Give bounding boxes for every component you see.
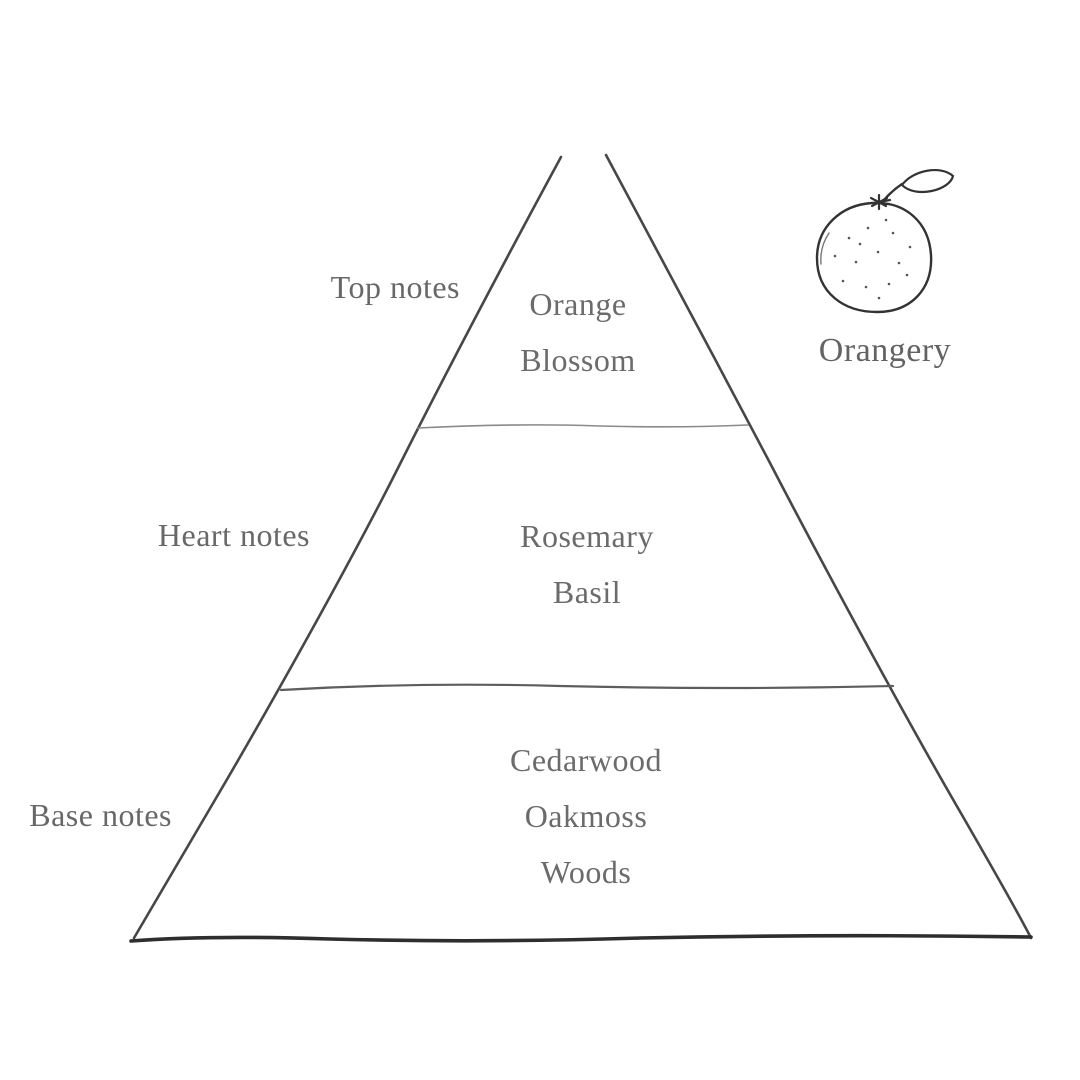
heart-notes-label: Heart notes [157, 517, 310, 553]
heart-notes-content: Rosemary Basil [472, 508, 702, 620]
note-line: Woods [540, 854, 632, 890]
note-line: Basil [552, 574, 622, 610]
orange-fruit-icon [815, 168, 955, 314]
top-notes-content: Orange Blossom [463, 276, 693, 388]
orange-texture-dots [833, 218, 912, 300]
divider-top-heart [417, 424, 749, 429]
note-line: Blossom [520, 342, 636, 378]
note-line: Rosemary [520, 518, 654, 554]
base-notes-label: Base notes [29, 797, 172, 833]
orange-sketch-arc [820, 232, 830, 265]
orange-body-outline [815, 201, 933, 314]
divider-heart-base [279, 683, 895, 692]
orange-stem [882, 182, 904, 202]
pyramid-left-edge [132, 155, 563, 940]
pyramid-right-edge [604, 153, 1033, 940]
note-line: Orange [529, 286, 627, 322]
top-notes-label: Top notes [330, 269, 460, 305]
note-line: Cedarwood [509, 742, 662, 778]
orange-leaf [900, 168, 955, 194]
base-notes-content: Cedarwood Oakmoss Woods [471, 732, 701, 900]
pyramid-base-edge [129, 933, 1033, 943]
product-name: Orangery [818, 332, 952, 369]
note-line: Oakmoss [524, 798, 648, 834]
